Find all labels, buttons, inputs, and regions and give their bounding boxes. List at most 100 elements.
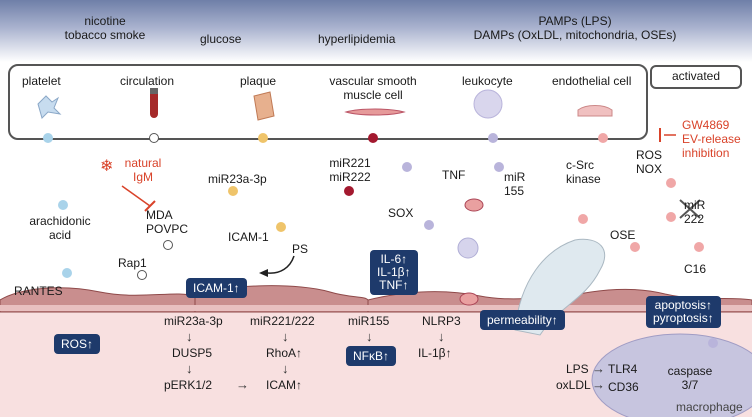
mda-ev-dot — [163, 240, 173, 250]
nfkb-box: NFκB↑ — [346, 346, 396, 366]
circulation-label: circulation — [120, 74, 175, 88]
activated-box — [650, 65, 742, 89]
sox-ev-dot — [424, 220, 434, 230]
leukocyte-label: leukocyte — [462, 74, 513, 88]
p3-arrow: ↓ — [366, 329, 373, 344]
permeability-box: permeability↑ — [480, 310, 565, 330]
plaque-label: plaque — [240, 74, 277, 88]
ose-ev-dot — [630, 242, 640, 252]
arachidonic-label: arachidonic acid — [29, 214, 91, 242]
ros-ev-dot — [666, 178, 676, 188]
ps-arrow — [267, 255, 295, 274]
csrc-label: c-Src kinase — [566, 158, 601, 186]
p4-nlrp3: NLRP3 — [422, 314, 461, 328]
p1-arrow-1: ↓ — [186, 329, 193, 344]
vsmc-label: vascular smooth muscle cell — [329, 74, 417, 102]
glucose-label: glucose — [200, 32, 242, 46]
macrophage-label: macrophage — [676, 400, 743, 414]
cytokine-box: IL-6↑ IL-1β↑ TNF↑ — [370, 250, 418, 295]
p4-il1b: IL-1β↑ — [418, 346, 452, 360]
mir23a-label: miR23a-3p — [208, 172, 267, 186]
mda-povpc-label: MDA POVPC — [146, 208, 189, 236]
icam1-label: ICAM-1 — [228, 230, 269, 244]
lps-arrow: → — [592, 361, 605, 376]
platelet-icon — [37, 95, 62, 119]
apoptosis-ev-dot — [708, 338, 718, 348]
caspase-label: caspase 3/7 — [667, 364, 713, 392]
p2-icam: ICAM↑ — [266, 378, 302, 392]
nicotine-label: nicotine tobacco smoke — [64, 14, 146, 42]
mir221-ev-dot — [344, 186, 354, 196]
rantes-ev-dot — [62, 268, 72, 278]
tnf-ev-dot — [402, 162, 412, 172]
icam-up-box: ICAM-1↑ — [186, 278, 247, 298]
p1-mir23a: miR23a-3p — [164, 314, 223, 328]
rantes-label: RANTES — [14, 284, 63, 298]
mir222-ev-dot — [666, 212, 676, 222]
csrc-ev-dot — [578, 214, 588, 224]
igm-inhibit-line — [121, 185, 151, 207]
ose-label: OSE — [610, 228, 636, 242]
artery-plaque-icon — [253, 91, 275, 121]
p2-arrow-2: ↓ — [282, 361, 289, 376]
macrophage-cell — [591, 333, 752, 417]
p1-perk: pERK1/2 — [164, 378, 213, 392]
sources-box — [8, 64, 648, 140]
endothelial-ev-dot — [598, 133, 608, 143]
cd36-label: CD36 — [608, 380, 639, 394]
ros-nox-label: ROS NOX — [636, 148, 663, 176]
p3-mir155: miR155 — [348, 314, 390, 328]
arachidonic-ev-dot — [58, 200, 68, 210]
platelet-label: platelet — [22, 74, 61, 88]
tlr4-label: TLR4 — [608, 362, 638, 376]
p1-to-p2-arrow: → — [236, 377, 249, 392]
p1-arrow-2: ↓ — [186, 361, 193, 376]
c16-ev-dot — [694, 242, 704, 252]
mitochondrion-1 — [464, 198, 484, 212]
platelet-ev-dot — [43, 133, 53, 143]
leukocyte-icon — [473, 89, 503, 119]
gw4869-label: GW4869 EV-release inhibition — [682, 118, 741, 160]
plaque-ev-dot — [258, 133, 268, 143]
natural-igm-label: natural IgM — [124, 156, 162, 184]
mir222-label: miR 222 — [684, 198, 706, 226]
igm-inhibit-bar — [144, 200, 156, 212]
p1-dusp5: DUSP5 — [172, 346, 213, 360]
header-gradient — [0, 0, 752, 62]
snowflake-icon: ❄ — [100, 158, 114, 175]
ros-up-box: ROS↑ — [54, 334, 101, 354]
blood-tube-icon — [150, 88, 158, 118]
icam1-ev-dot — [276, 222, 286, 232]
pamps-label: PAMPs (LPS) DAMPs (OxLDL, mitochondria, … — [473, 14, 677, 42]
sox-label: SOX — [388, 206, 414, 220]
leukocyte-ev-dot — [488, 133, 498, 143]
tnf-label: TNF — [442, 168, 466, 182]
apoptosis-box: apoptosis↑ pyroptosis↑ — [646, 296, 721, 328]
p2-rhoa: RhoA↑ — [266, 346, 303, 360]
mir221-label: miR221 miR222 — [329, 156, 371, 184]
rap1-ev-dot — [137, 270, 147, 280]
mir155-ev-dot — [494, 162, 504, 172]
endothelial-cell-icon — [577, 105, 613, 117]
cell-membrane — [0, 305, 752, 311]
mir222-cross-b — [679, 199, 701, 219]
circulation-ev-dot — [149, 133, 159, 143]
hyperlipidemia-label: hyperlipidemia — [318, 32, 396, 46]
smooth-muscle-cell-icon — [344, 108, 406, 116]
endothelial-label: endothelial cell — [552, 74, 632, 88]
ps-label: PS — [292, 242, 309, 256]
oxldl-label: oxLDL — [556, 378, 591, 392]
vesicle-lavender — [457, 237, 479, 259]
p2-mir221: miR221/222 — [250, 314, 315, 328]
rap1-label: Rap1 — [118, 256, 147, 270]
oxldl-arrow: → — [592, 377, 605, 392]
c16-label: C16 — [684, 262, 707, 276]
mitochondrion-2 — [459, 292, 479, 306]
activated-label: activated — [671, 69, 721, 83]
p4-arrow: ↓ — [438, 329, 445, 344]
lps-label: LPS — [566, 362, 589, 376]
mir155-label: miR 155 — [504, 170, 526, 198]
ps-arrow-head — [259, 269, 268, 277]
vsmc-ev-dot — [368, 133, 378, 143]
